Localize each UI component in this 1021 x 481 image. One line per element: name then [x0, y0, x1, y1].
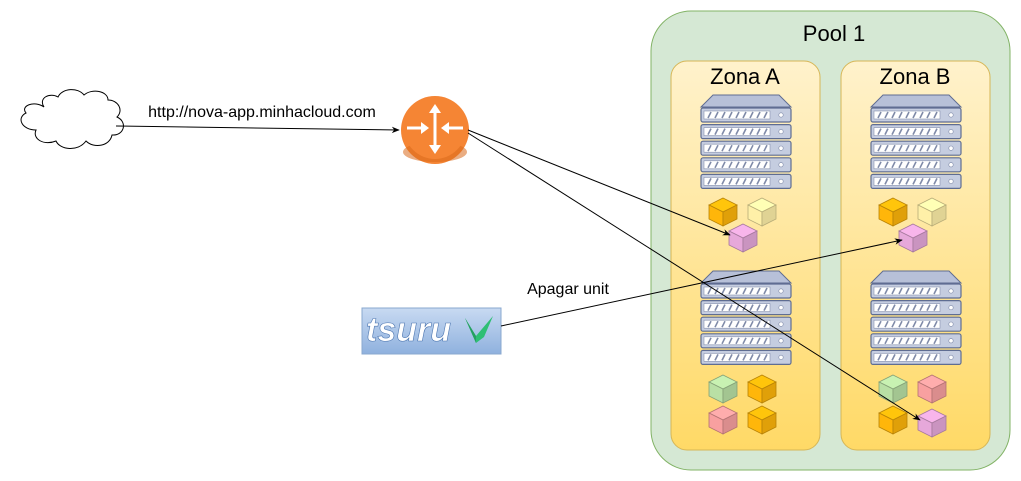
cube-icon	[747, 374, 777, 404]
cube-icon	[708, 197, 738, 227]
tsuru-logo: tsuru	[361, 307, 502, 355]
cloud-icon	[20, 89, 124, 149]
cube-icon	[898, 223, 928, 253]
cloud-to-router-arrow	[115, 125, 400, 134]
pool-title: Pool 1	[803, 21, 865, 46]
tsuru-to-zone-b-unit-arrow	[500, 238, 903, 327]
server-rack-icon	[869, 270, 963, 365]
router-icon	[401, 96, 469, 164]
url-label: http://nova-app.minhacloud.com	[148, 104, 376, 121]
tsuru-logo-text: tsuru	[366, 311, 451, 349]
cube-icon	[708, 374, 738, 404]
cube-icon	[728, 223, 758, 253]
cube-icon	[878, 374, 908, 404]
cube-icon	[708, 405, 738, 435]
server-rack-icon	[699, 94, 793, 189]
cube-icon	[747, 405, 777, 435]
server-rack-icon	[699, 270, 793, 365]
zone-b-title: Zona B	[880, 64, 951, 89]
cube-icon	[917, 197, 947, 227]
cube-icon	[917, 374, 947, 404]
cube-icon	[917, 408, 947, 438]
router-to-zone-b-unit-arrow	[467, 132, 921, 421]
router-to-zone-a-unit-arrow	[467, 129, 731, 236]
zone-a-title: Zona A	[710, 64, 780, 89]
server-rack-icon	[869, 94, 963, 189]
connectors	[115, 125, 921, 421]
cube-icon	[878, 197, 908, 227]
cube-icon	[878, 405, 908, 435]
cube-icon	[747, 197, 777, 227]
action-label: Apagar unit	[527, 281, 609, 298]
